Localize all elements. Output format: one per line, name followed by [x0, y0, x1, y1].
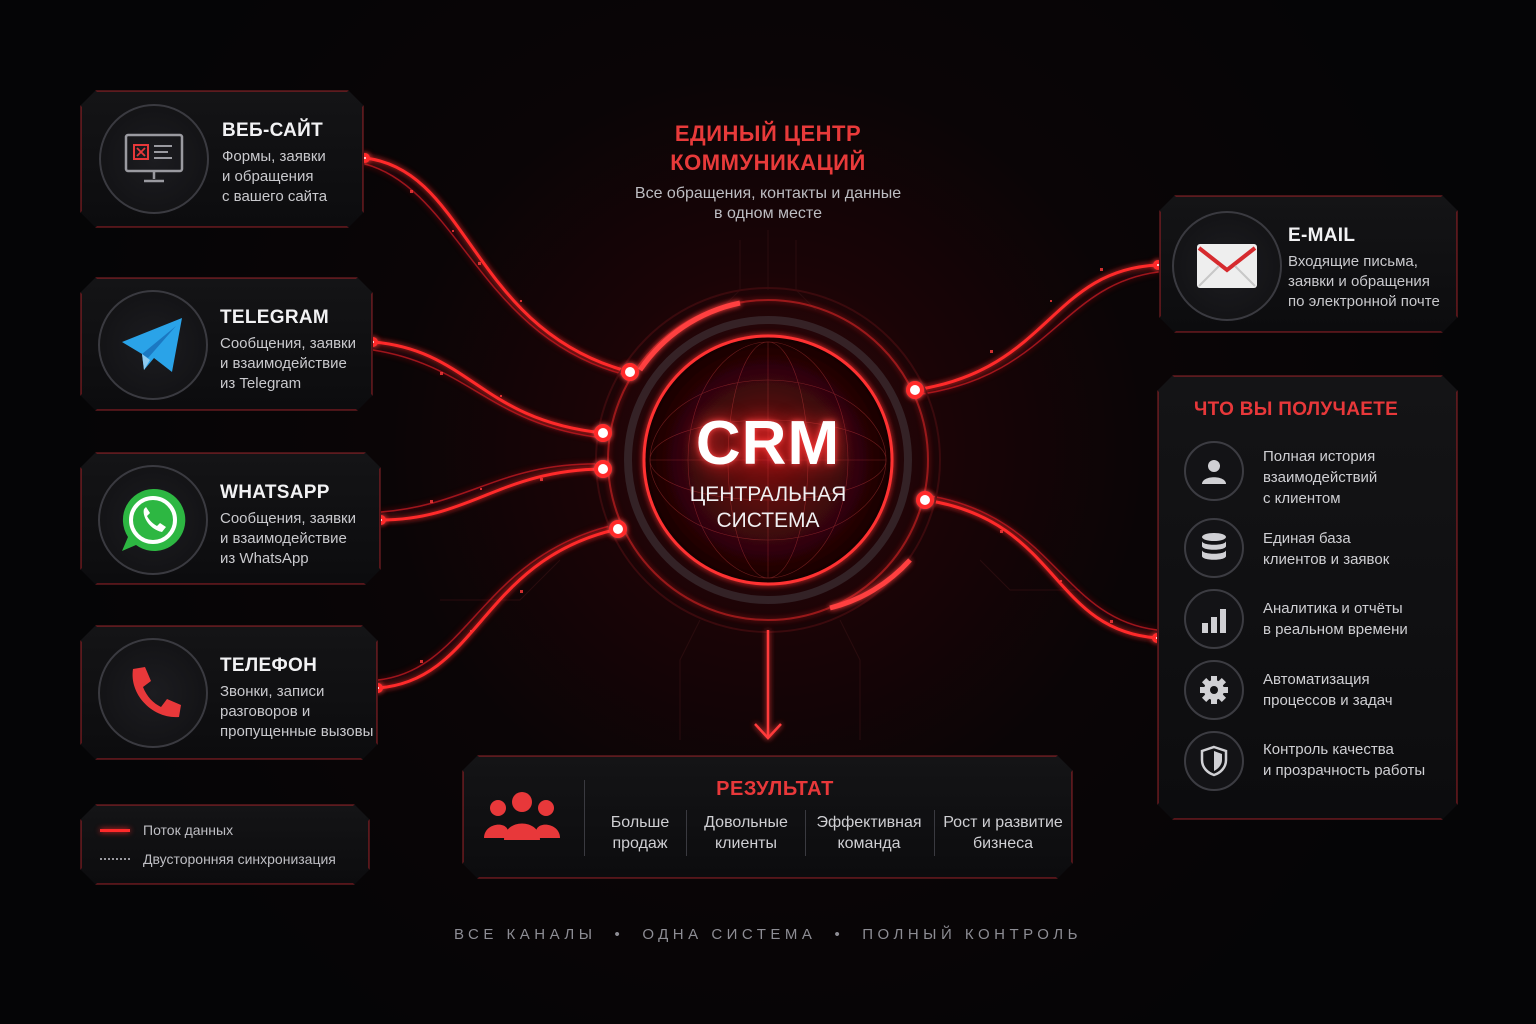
- team-icon: [484, 788, 560, 847]
- channel-description: Звонки, записи разговоров и пропущенные …: [220, 683, 374, 740]
- legend-flow-label: Поток данных: [143, 822, 234, 838]
- hub-subtitle-line2: в одном месте: [714, 205, 822, 222]
- shield-icon: [1184, 731, 1244, 791]
- divider: [934, 810, 935, 856]
- divider: [805, 810, 806, 856]
- hub-title-line2: КОММУНИКАЦИЙ: [670, 150, 866, 175]
- down-arrow-icon: [754, 630, 782, 740]
- result-item: Больше продаж: [610, 814, 670, 852]
- footer-item: ВСЕ КАНАЛЫ: [454, 926, 597, 943]
- phone-icon: [98, 638, 208, 748]
- benefit-text: Аналитика и отчёты в реальном времени: [1263, 600, 1408, 638]
- gear-icon: [1184, 660, 1244, 720]
- channel-description: Формы, заявки и обращения с вашего сайта: [222, 148, 328, 205]
- channel-title: ТЕЛЕФОН: [220, 655, 318, 676]
- crm-subtitle-line1: ЦЕНТРАЛЬНАЯ: [689, 483, 847, 506]
- channel-title: ВЕБ-САЙТ: [222, 120, 324, 141]
- divider: [686, 810, 687, 856]
- result-item: Рост и развитие бизнеса: [943, 814, 1063, 852]
- footer-item: ОДНА СИСТЕМА: [642, 926, 817, 943]
- monitor-icon: [99, 104, 209, 214]
- benefit-text: Полная история взаимодействий с клиентом: [1263, 448, 1378, 507]
- channel-description: Входящие письма, заявки и обращения по э…: [1288, 253, 1440, 310]
- channel-title: E-MAIL: [1288, 225, 1356, 246]
- channel-description: Сообщения, заявки и взаимодействие из Wh…: [220, 510, 356, 567]
- crm-subtitle-line2: СИСТЕМА: [716, 509, 820, 532]
- crm-hub-rings: [595, 287, 941, 633]
- result-item: Эффективная команда: [816, 814, 922, 852]
- footer-item: ПОЛНЫЙ КОНТРОЛЬ: [862, 926, 1082, 943]
- divider: [584, 780, 585, 856]
- channel-title: TELEGRAM: [220, 307, 330, 328]
- benefit-text: Автоматизация процессов и задач: [1263, 671, 1393, 709]
- hub-subtitle-line1: Все обращения, контакты и данные: [634, 185, 902, 202]
- legend-sync-label: Двусторонняя синхронизация: [143, 851, 336, 867]
- crm-title: CRM: [695, 409, 841, 478]
- envelope-icon: [1172, 211, 1282, 321]
- benefit-text: Единая база клиентов и заявок: [1263, 530, 1390, 568]
- result-item: Довольные клиенты: [704, 814, 788, 852]
- legend-flow-swatch: [100, 829, 130, 832]
- legend-panel: [80, 804, 370, 885]
- channel-description: Сообщения, заявки и взаимодействие из Te…: [220, 335, 356, 392]
- benefits-title: ЧТО ВЫ ПОЛУЧАЕТЕ: [1194, 399, 1399, 420]
- database-icon: [1184, 518, 1244, 578]
- result-title: РЕЗУЛЬТАТ: [716, 778, 834, 800]
- whatsapp-icon: [98, 465, 208, 575]
- data-flow-lines: [363, 156, 1160, 690]
- footer-tagline: ВСЕ КАНАЛЫ•ОДНА СИСТЕМА•ПОЛНЫЙ КОНТРОЛЬ: [454, 926, 1082, 943]
- telegram-icon: [98, 290, 208, 400]
- user-icon: [1184, 441, 1244, 501]
- legend-sync-swatch: [100, 858, 130, 860]
- result-panel: [462, 755, 1073, 879]
- bar-chart-icon: [1184, 589, 1244, 649]
- channel-title: WHATSAPP: [220, 482, 330, 503]
- benefit-text: Контроль качества и прозрачность работы: [1263, 741, 1426, 779]
- hub-title-line1: ЕДИНЫЙ ЦЕНТР: [674, 121, 862, 146]
